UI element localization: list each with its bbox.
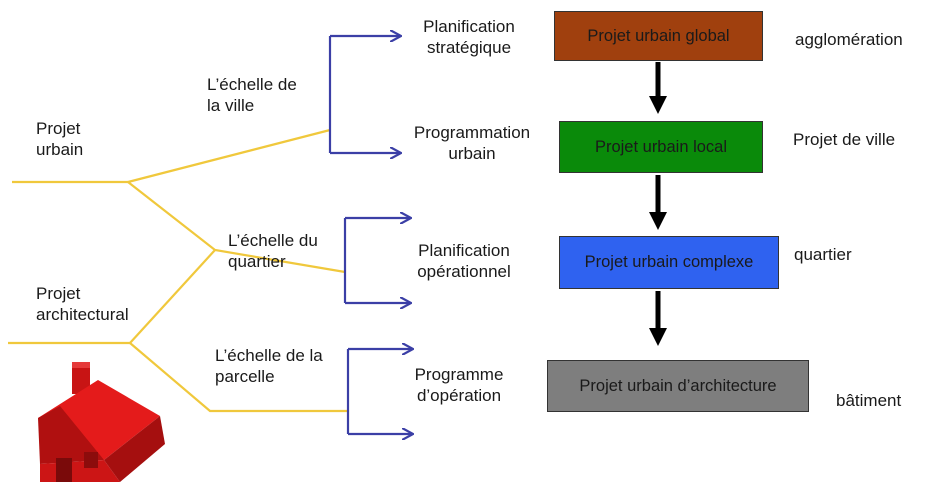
box-projet-urbain-architecture: Projet urbain d’architecture [547, 360, 809, 412]
house-icon [38, 362, 165, 482]
label-echelle-quartier-line1: L’échelle du [228, 231, 318, 250]
label-operation-line2: d’opération [416, 386, 502, 405]
label-operationnel-line1: Planification [418, 241, 510, 260]
house-window [84, 452, 98, 468]
label-operation-line1: Programme [414, 365, 504, 384]
label-strategique-line2: stratégique [426, 38, 512, 57]
label-programmation-line1: Programmation [413, 123, 531, 142]
label-projet-architectural-line2: architectural [36, 305, 129, 324]
label-echelle-ville: L’échelle de la ville [207, 74, 297, 116]
label-strategique-line1: Planification [423, 17, 515, 36]
house-roof [38, 380, 160, 460]
label-planification-strategique: Planification stratégique [405, 16, 533, 58]
house-door [56, 458, 72, 482]
label-programmation-urbain: Programmation urbain [396, 122, 548, 164]
label-batiment: bâtiment [836, 391, 902, 410]
label-echelle-parcelle-line1: L’échelle de la [215, 346, 323, 365]
label-operationnel-line2: opérationnel [417, 262, 511, 281]
label-echelle-ville-line2: la ville [207, 96, 255, 115]
label-quartier: quartier [794, 245, 852, 264]
label-echelle-ville-line1: L’échelle de [207, 75, 297, 94]
label-echelle-parcelle: L’échelle de la parcelle [215, 345, 323, 387]
label-projet-architectural-line1: Projet [36, 284, 81, 303]
label-projet-de-ville: Projet de ville [793, 130, 896, 149]
label-agglomeration: agglomération [795, 30, 903, 49]
house-chimney [72, 362, 90, 394]
tree-line-to-ville [127, 128, 331, 184]
label-projet-architectural: Projet architectural [36, 283, 129, 325]
tree-line-to-quartier-b [129, 249, 216, 344]
tree-line-to-parcelle [129, 342, 348, 413]
box-projet-urbain-complexe: Projet urbain complexe [559, 236, 779, 289]
label-projet-urbain-line2: urbain [36, 140, 84, 159]
box-projet-urbain-local: Projet urbain local [559, 121, 763, 173]
label-echelle-parcelle-line2: parcelle [215, 367, 275, 386]
label-echelle-quartier: L’échelle du quartier [228, 230, 318, 272]
label-projet-urbain-line1: Projet [36, 119, 81, 138]
label-projet-urbain: Projet urbain [36, 118, 83, 160]
label-echelle-quartier-line2: quartier [228, 252, 286, 271]
label-programme-operation: Programme d’opération [398, 364, 520, 406]
bracket-arrows [328, 36, 412, 434]
tree-lines [8, 128, 348, 413]
label-programmation-line2: urbain [448, 144, 496, 163]
box-projet-urbain-global: Projet urbain global [554, 11, 763, 61]
label-planification-operationnel: Planification opérationnel [403, 240, 525, 282]
